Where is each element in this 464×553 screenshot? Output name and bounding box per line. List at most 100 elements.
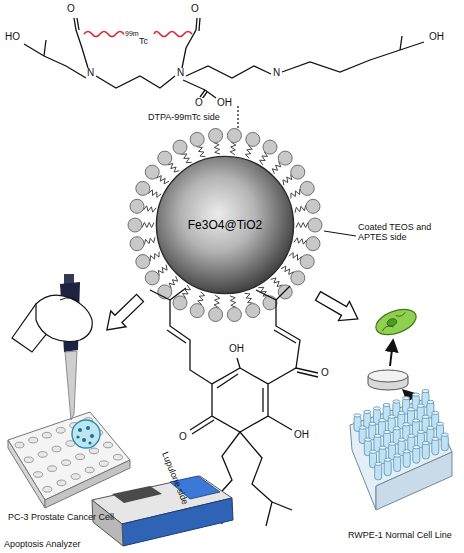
well bbox=[62, 460, 71, 466]
coating-bead bbox=[209, 308, 223, 322]
coating-bead bbox=[278, 285, 292, 299]
test-tube bbox=[375, 462, 382, 465]
coating-chain bbox=[295, 205, 306, 212]
test-tube bbox=[373, 407, 380, 410]
test-tube bbox=[403, 451, 410, 467]
well bbox=[71, 474, 80, 480]
test-tube bbox=[403, 423, 410, 426]
coating-bead bbox=[308, 218, 322, 232]
pipette-tip bbox=[65, 351, 77, 420]
coating-chain bbox=[142, 223, 154, 228]
cell-drop bbox=[76, 426, 94, 445]
well bbox=[113, 454, 122, 460]
caption-label: DTPA-99mTc side bbox=[148, 112, 220, 122]
test-tube bbox=[389, 442, 396, 445]
cell-drop bbox=[72, 420, 100, 448]
coating-chain bbox=[272, 162, 281, 174]
coating-bead bbox=[190, 132, 204, 146]
test-tube bbox=[427, 400, 434, 403]
coating-bead bbox=[263, 296, 277, 310]
atom-label: N bbox=[272, 68, 281, 78]
coating-chain bbox=[283, 174, 292, 185]
coating-chain bbox=[271, 278, 283, 287]
test-tube bbox=[369, 422, 376, 425]
test-tube bbox=[384, 458, 391, 461]
well bbox=[42, 432, 51, 438]
well bbox=[34, 472, 43, 478]
well bbox=[38, 452, 47, 458]
well bbox=[104, 442, 113, 448]
coating-bead bbox=[209, 129, 223, 143]
coating-chain bbox=[150, 252, 159, 261]
coating-chain bbox=[291, 189, 300, 198]
coating-bead bbox=[130, 199, 144, 213]
coating-bead bbox=[190, 304, 204, 318]
atom-label: O bbox=[190, 4, 200, 14]
well bbox=[57, 480, 66, 486]
coating-bead bbox=[136, 255, 150, 269]
coating-bead bbox=[173, 296, 187, 310]
atom-label: Tc bbox=[138, 37, 149, 46]
coating-bead bbox=[300, 255, 314, 269]
coating-bead bbox=[227, 308, 241, 322]
petri-dish bbox=[368, 370, 408, 390]
well bbox=[29, 437, 38, 443]
coating-bead bbox=[128, 218, 142, 232]
well bbox=[90, 448, 99, 454]
test-tube bbox=[388, 415, 395, 418]
test-tube bbox=[422, 415, 429, 418]
leader-line bbox=[324, 231, 356, 236]
flow-arrow bbox=[390, 341, 393, 366]
well bbox=[24, 457, 33, 463]
coating-chain bbox=[198, 292, 205, 305]
coating-bead bbox=[246, 132, 260, 146]
coating-chain bbox=[230, 296, 236, 307]
flow-arrow bbox=[313, 286, 364, 328]
glove bbox=[60, 298, 80, 304]
coating-chain bbox=[260, 152, 268, 165]
coating-bead bbox=[130, 237, 144, 251]
test-tube bbox=[384, 430, 391, 433]
coating-chain bbox=[214, 295, 220, 308]
test-tube bbox=[441, 433, 448, 436]
atom-label: O bbox=[178, 432, 188, 442]
test-tube bbox=[422, 390, 429, 393]
test-tube bbox=[383, 403, 390, 406]
test-tube bbox=[364, 410, 371, 413]
coating-chain bbox=[148, 190, 161, 198]
coating-bead bbox=[306, 237, 320, 251]
particle-core: Fe3O4@TiO2 bbox=[155, 155, 295, 295]
test-tube bbox=[364, 438, 371, 441]
test-tube bbox=[370, 450, 377, 453]
atom-label: O bbox=[194, 98, 204, 108]
coating-chain bbox=[183, 285, 191, 298]
coating-chain bbox=[169, 276, 178, 288]
coating-bead bbox=[300, 181, 314, 195]
coating-chain bbox=[294, 238, 307, 244]
coating-chain bbox=[181, 154, 191, 163]
test-tube bbox=[432, 439, 439, 455]
coating-chain bbox=[281, 266, 294, 274]
test-tube bbox=[359, 426, 366, 429]
test-tube bbox=[394, 456, 401, 472]
well bbox=[76, 454, 85, 460]
test-tube bbox=[403, 450, 410, 453]
cell-icon bbox=[373, 304, 420, 339]
test-tube bbox=[375, 464, 382, 480]
test-tube bbox=[417, 404, 424, 407]
coating-chain bbox=[197, 147, 205, 157]
coating-chain bbox=[245, 293, 253, 303]
dotted-link bbox=[237, 106, 238, 128]
node-label: Fe3O4@TiO2 bbox=[188, 218, 262, 232]
test-tube bbox=[379, 446, 386, 449]
well bbox=[52, 446, 61, 452]
test-tube bbox=[422, 443, 429, 459]
coating-chain bbox=[296, 223, 308, 228]
test-tube bbox=[422, 441, 429, 444]
coating-chain bbox=[214, 143, 220, 154]
coating-chain bbox=[144, 237, 155, 244]
coating-bead bbox=[263, 140, 277, 154]
coating-bead bbox=[291, 165, 305, 179]
atom-label: HO bbox=[4, 32, 21, 42]
